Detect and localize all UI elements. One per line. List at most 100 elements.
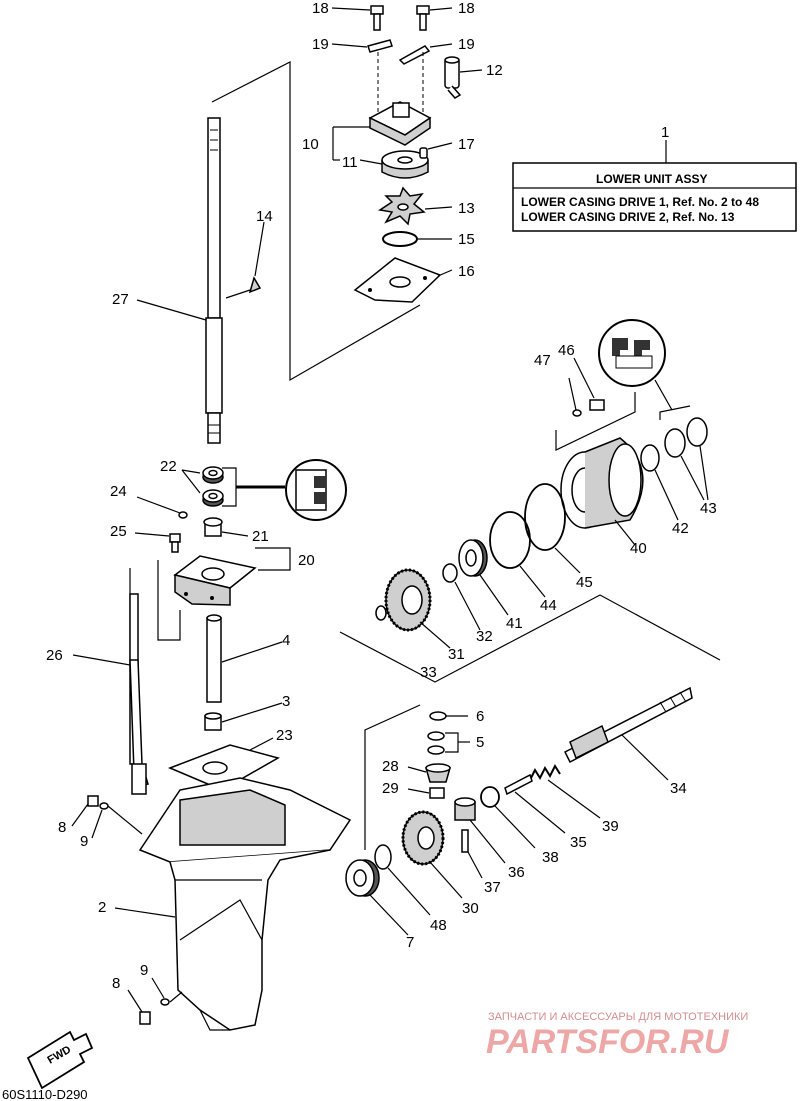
prop-shaft-housing-40 <box>560 437 644 529</box>
callout-16: 16 <box>458 263 475 280</box>
bushing-21 <box>203 517 223 537</box>
callout-21: 21 <box>252 528 269 545</box>
propeller-shaft-34 <box>563 686 693 764</box>
pin-17 <box>419 147 428 159</box>
bolt-8-top <box>87 795 99 807</box>
shift-rod-26 <box>129 593 149 795</box>
callout-39: 39 <box>602 818 619 835</box>
impeller-13 <box>378 186 426 226</box>
grommet-3 <box>204 712 222 731</box>
callout-14: 14 <box>256 208 273 225</box>
diagram-code: 60S1110-D290 <box>2 1087 88 1101</box>
callout-32: 32 <box>476 628 493 645</box>
water-pump-group <box>248 5 483 303</box>
callout-11: 11 <box>342 154 358 171</box>
callout-28: 28 <box>382 758 399 775</box>
callout-42: 42 <box>672 520 689 537</box>
plate-19-left <box>367 39 393 53</box>
washer-9-bottom <box>160 998 170 1006</box>
callout-29: 29 <box>382 780 399 797</box>
cross-pin-37 <box>461 829 469 853</box>
washer-47 <box>572 409 582 417</box>
drive-shaft-27 <box>205 117 223 444</box>
seal-43b <box>686 417 708 447</box>
bolt-8-bottom <box>139 1011 151 1025</box>
prop-shaft-housing-group <box>339 319 721 683</box>
bolt-18-right <box>416 5 430 31</box>
shim-48 <box>374 844 392 870</box>
o-ring-44 <box>489 511 531 569</box>
bearing-housing-group <box>129 459 347 672</box>
lower-casing-2 <box>138 777 352 1031</box>
pinion-28 <box>425 763 451 783</box>
callout-15: 15 <box>458 231 475 248</box>
title-box-line1: LOWER CASING DRIVE 1, Ref. No. 2 to 48 <box>521 195 759 209</box>
title-box-ref: 1 <box>661 124 669 141</box>
callout-17: 17 <box>458 136 475 153</box>
callout-18-right: 18 <box>458 0 475 17</box>
callout-24: 24 <box>110 483 127 500</box>
bolt-46 <box>589 399 605 411</box>
bearing-41 <box>458 539 488 577</box>
dog-clutch-36 <box>454 797 476 821</box>
callout-19-right: 19 <box>458 36 475 53</box>
callout-35: 35 <box>570 834 587 851</box>
tube-12 <box>444 56 462 99</box>
spring-39 <box>529 763 561 781</box>
callout-25: 25 <box>110 523 127 540</box>
bearing-7 <box>345 859 380 897</box>
callout-9-bottom: 9 <box>140 962 148 979</box>
callout-41: 41 <box>506 615 523 632</box>
callout-13: 13 <box>458 200 475 217</box>
callout-47: 47 <box>534 352 551 369</box>
callout-46: 46 <box>558 342 575 359</box>
nut-29 <box>429 787 445 799</box>
gasket-plate-23 <box>167 744 280 791</box>
shim-32 <box>442 563 458 583</box>
seal-24 <box>178 511 188 519</box>
shim-33 <box>375 605 387 621</box>
woodruff-key-14 <box>248 276 262 294</box>
detail-seal-circle <box>598 319 666 387</box>
callout-9-top: 9 <box>80 833 88 850</box>
callout-45: 45 <box>576 574 593 591</box>
outer-plate-16 <box>353 257 442 303</box>
callout-48: 48 <box>430 917 447 934</box>
ring-38 <box>480 786 500 808</box>
callout-23: 23 <box>276 727 293 744</box>
callout-18-left: 18 <box>312 0 329 17</box>
fwd-arrow: FWD <box>26 1030 94 1090</box>
callout-30: 30 <box>462 900 479 917</box>
bolt-25 <box>169 533 181 553</box>
callout-38: 38 <box>542 849 559 866</box>
callout-37: 37 <box>484 879 501 896</box>
washer-5a <box>427 731 445 741</box>
callout-22: 22 <box>160 458 177 475</box>
seal-42 <box>640 444 660 472</box>
reverse-gear-31 <box>384 568 432 632</box>
callout-33: 33 <box>420 664 437 681</box>
title-box-title: LOWER UNIT ASSY <box>596 172 708 186</box>
water-tube-4 <box>206 614 222 703</box>
callout-5: 5 <box>476 734 484 751</box>
cartridge-insert-11 <box>381 150 429 179</box>
seal-43a <box>664 428 686 458</box>
callout-7: 7 <box>406 934 414 951</box>
watermark-caption: ЗАПЧАСТИ И АКСЕССУАРЫ ДЛЯ МОТОТЕХНИКИ <box>488 1011 748 1023</box>
callout-20: 20 <box>298 552 315 569</box>
callout-3: 3 <box>282 693 290 710</box>
bolt-18-left <box>370 5 384 31</box>
callout-40: 40 <box>630 540 647 557</box>
callout-labels: 18 18 19 19 12 10 11 17 13 15 16 14 27 4… <box>46 0 717 992</box>
title-box-line2: LOWER CASING DRIVE 2, Ref. No. 13 <box>521 210 735 224</box>
callout-10: 10 <box>302 136 319 153</box>
callout-34: 34 <box>670 780 687 797</box>
callout-44: 44 <box>540 597 557 614</box>
callout-4: 4 <box>282 632 290 649</box>
pump-base-housing-20 <box>173 555 257 606</box>
o-ring-45 <box>524 483 566 551</box>
callout-43: 43 <box>700 500 717 517</box>
callout-6: 6 <box>476 708 484 725</box>
title-box: 1 LOWER UNIT ASSY LOWER CASING DRIVE 1, … <box>512 124 797 232</box>
